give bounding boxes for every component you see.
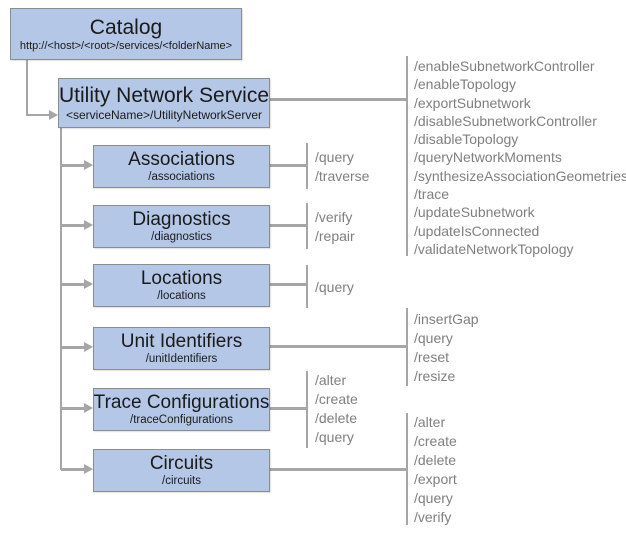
arrow-icon <box>84 464 93 474</box>
operation: /traverse <box>315 168 370 184</box>
connector-trunk <box>60 128 63 470</box>
operation: /create <box>414 433 457 449</box>
resource-path: /circuits <box>162 475 201 488</box>
connector-branch-circuits <box>61 468 84 471</box>
rule-service-ops <box>406 56 409 256</box>
arrow-icon <box>84 342 93 352</box>
operation: /enableTopology <box>414 76 516 93</box>
operation: /verify <box>414 509 452 525</box>
operation: /updateIsConnected <box>414 222 540 239</box>
unit-identifiers-operations-list: /insertGap /query /reset /resize <box>414 310 479 386</box>
operation: /delete <box>315 410 358 426</box>
resource-path: /unitIdentifiers <box>145 353 218 366</box>
resource-title: Associations <box>128 148 235 170</box>
resource-path: /diagnostics <box>151 231 212 244</box>
arrow-icon <box>84 403 93 413</box>
rule-locations-ops <box>306 265 309 308</box>
operation: /alter <box>414 414 446 430</box>
connector-service-ops <box>270 98 407 101</box>
resource-title: Locations <box>140 267 223 289</box>
arrow-icon <box>84 220 93 230</box>
connector-branch-unit-identifiers <box>61 346 84 349</box>
connector-catalog-elbow <box>26 113 49 117</box>
operation: /exportSubnetwork <box>414 94 531 111</box>
node-utility-network-service: Utility Network Service <serviceName>/Ut… <box>58 78 270 128</box>
operation: /export <box>414 471 457 487</box>
operation: /updateSubnetwork <box>414 204 535 221</box>
service-title: Utility Network Service <box>58 84 270 108</box>
resource-title: Trace Configurations <box>93 391 270 413</box>
connector-unit-identifiers-ops <box>270 345 407 348</box>
operation: /create <box>315 391 358 407</box>
connector-branch-locations <box>61 283 84 286</box>
connector-trace-configurations-ops <box>270 407 307 410</box>
resource-path: /locations <box>157 290 206 303</box>
service-operations-list: /enableSubnetworkController /enableTopol… <box>414 57 626 258</box>
rule-circuits-ops <box>406 413 409 525</box>
connector-branch-associations <box>61 164 84 167</box>
rule-associations-ops <box>306 143 309 189</box>
diagnostics-operations-list: /verify /repair <box>315 208 355 246</box>
connector-locations-ops <box>270 283 307 286</box>
rule-diagnostics-ops <box>306 203 309 249</box>
node-diagnostics: Diagnostics /diagnostics <box>93 205 270 248</box>
arrow-icon <box>49 109 58 120</box>
resource-path: /associations <box>148 171 215 184</box>
circuits-operations-list: /alter /create /delete /export /query /v… <box>414 413 457 527</box>
connector-diagnostics-ops <box>270 224 307 227</box>
node-catalog: Catalog http://<host>/<root>/services/<f… <box>10 8 242 60</box>
node-associations: Associations /associations <box>93 145 270 188</box>
operation: /synthesizeAssociationGeometries <box>414 167 626 184</box>
resource-path: /traceConfigurations <box>130 414 233 427</box>
rule-unit-identifiers-ops <box>406 308 409 386</box>
operation: /query <box>414 490 453 506</box>
operation: /trace <box>414 186 450 203</box>
operation: /verify <box>315 209 353 225</box>
locations-operations-list: /query <box>315 278 354 297</box>
operation: /query <box>315 149 354 165</box>
operation: /reset <box>414 349 450 365</box>
connector-branch-trace-configurations <box>61 407 84 410</box>
node-unit-identifiers: Unit Identifiers /unitIdentifiers <box>93 327 270 370</box>
service-path: <serviceName>/UtilityNetworkServer <box>65 107 263 122</box>
operation: /query <box>315 429 354 445</box>
operation: /query <box>315 279 354 295</box>
operation: /resize <box>414 368 456 384</box>
operation: /insertGap <box>414 311 479 327</box>
node-locations: Locations /locations <box>93 264 270 307</box>
connector-circuits-ops <box>270 468 407 471</box>
operation: /delete <box>414 452 457 468</box>
operation: /repair <box>315 228 355 244</box>
resource-title: Diagnostics <box>132 208 231 230</box>
operation: /alter <box>315 372 347 388</box>
operation: /queryNetworkMoments <box>414 149 562 166</box>
arrow-icon <box>84 160 93 170</box>
operation: /enableSubnetworkController <box>414 58 595 74</box>
trace-configurations-operations-list: /alter /create /delete /query <box>315 371 358 447</box>
operation: /query <box>414 330 453 346</box>
resource-title: Circuits <box>149 452 214 474</box>
catalog-title: Catalog <box>89 15 163 39</box>
connector-associations-ops <box>270 164 307 167</box>
operation: /validateNetworkTopology <box>414 240 574 257</box>
resource-title: Unit Identifiers <box>120 330 243 352</box>
operation: /disableTopology <box>414 131 519 148</box>
associations-operations-list: /query /traverse <box>315 148 369 186</box>
node-circuits: Circuits /circuits <box>93 449 270 492</box>
rule-trace-configurations-ops <box>306 371 309 448</box>
node-trace-configurations: Trace Configurations /traceConfiguration… <box>93 388 270 431</box>
arrow-icon <box>84 279 93 289</box>
connector-catalog-drop <box>26 60 29 116</box>
connector-branch-diagnostics <box>61 224 84 227</box>
operation: /disableSubnetworkController <box>414 112 597 129</box>
catalog-url: http://<host>/<root>/services/<folderNam… <box>19 40 233 53</box>
